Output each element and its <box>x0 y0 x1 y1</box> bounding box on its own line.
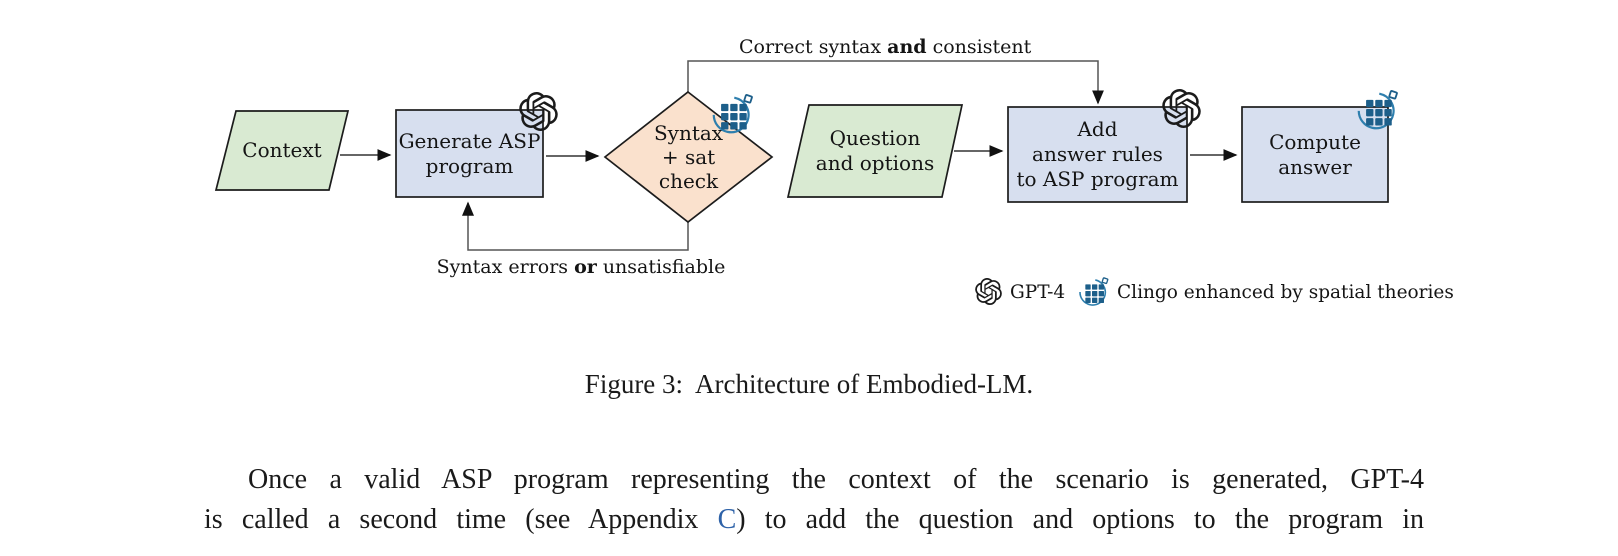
legend-clingo-label: Clingo enhanced by spatial theories <box>1117 282 1454 303</box>
paragraph-line-2: is called a second time (see Appendix C)… <box>204 504 1425 535</box>
syntax-check-diamond <box>603 90 774 224</box>
add-answer-rules-box <box>1007 106 1188 203</box>
context-label: Context <box>242 138 322 162</box>
paragraph-line-1: Once a valid ASP program representing th… <box>248 464 1424 495</box>
question-options-label: Question and options <box>815 126 935 175</box>
gpt-4-icon <box>1162 89 1201 128</box>
syntax-check-label: Syntax + sat check <box>653 121 724 193</box>
add-answer-rules-label: Add answer rules to ASP program <box>1016 117 1179 191</box>
edge-syntax-errors <box>462 201 689 251</box>
compute-answer-label: Compute answer <box>1269 129 1361 179</box>
clingo-icon <box>1357 90 1398 130</box>
gpt-4-icon <box>519 92 558 131</box>
edge-label-syntax-errors: Syntax errors or unsatisfiable <box>436 256 726 278</box>
appendix-c-link[interactable]: C <box>717 504 737 535</box>
gpt-4-legend-icon <box>975 278 1002 305</box>
question-parallelogram <box>786 104 964 198</box>
body-paragraph: Once a valid ASP program representing th… <box>204 460 1424 540</box>
generate-asp-label: Generate ASP program <box>398 128 541 178</box>
figure-caption: Figure 3: Architecture of Embodied-LM. <box>584 369 1034 399</box>
legend-gpt-label: GPT-4 <box>1010 282 1066 303</box>
edge-correct-syntax <box>687 60 1104 105</box>
generate-asp-box <box>395 109 544 198</box>
context-parallelogram <box>214 110 350 191</box>
clingo-legend-icon <box>1079 277 1109 306</box>
clingo-icon <box>712 94 753 134</box>
edge-label-correct-syntax: Correct syntax and consistent <box>739 36 1032 58</box>
